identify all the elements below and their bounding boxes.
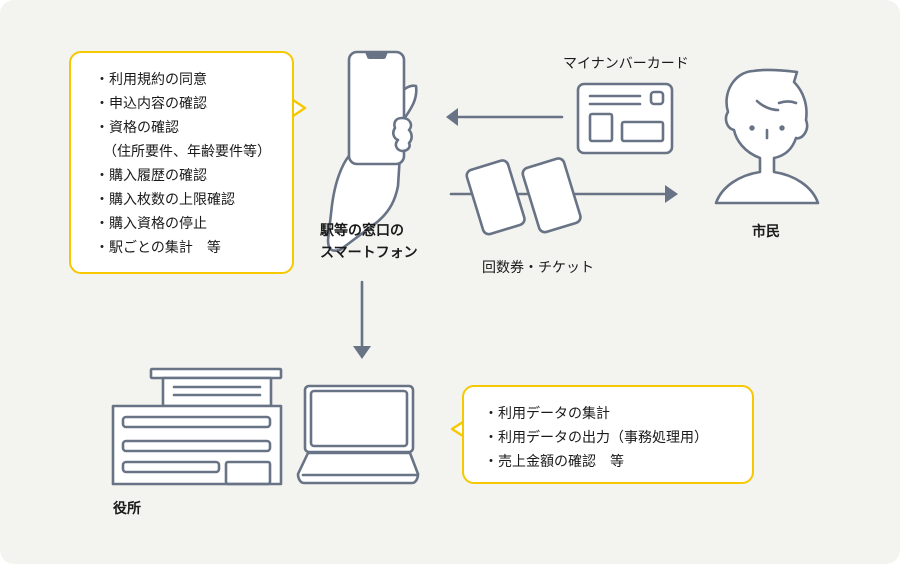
citizen-person-icon — [714, 68, 820, 205]
arrow-card-to-smartphone — [446, 108, 564, 126]
smartphone-functions-bubble: ・利用規約の同意 ・申込内容の確認 ・資格の確認 （住所要件、年齢要件等） ・購… — [69, 51, 294, 274]
city-office-label: 役所 — [113, 501, 141, 517]
hand-smartphone-icon — [326, 50, 418, 252]
tickets-label: 回数券・チケット — [482, 260, 594, 276]
list-item: ・申込内容の確認 — [95, 96, 207, 112]
office-functions-bubble: ・利用データの集計 ・利用データの出力（事務処理用） ・売上金額の確認 等 — [462, 385, 754, 484]
laptop-icon — [296, 384, 420, 485]
city-office-building-icon — [111, 367, 283, 486]
list-item: （住所要件、年齢要件等） — [103, 144, 271, 160]
list-item: ・資格の確認 — [95, 120, 179, 136]
list-item: ・駅ごとの集計 等 — [95, 240, 221, 256]
list-item: ・購入枚数の上限確認 — [95, 192, 235, 208]
my-number-card-label: マイナンバーカード — [563, 56, 689, 72]
citizen-label: 市民 — [752, 224, 780, 240]
tickets-icon — [465, 157, 582, 236]
list-item: ・購入資格の停止 — [95, 216, 207, 232]
smartphone-label: 駅等の窓口の スマートフォン — [320, 220, 418, 264]
arrow-smartphone-to-office — [353, 280, 371, 359]
bubble-tail-smartphone — [292, 98, 307, 118]
list-item: ・利用データの出力（事務処理用） — [484, 430, 708, 446]
bubble-tail-office — [450, 420, 464, 438]
smartphone-label-line2: スマートフォン — [320, 245, 418, 261]
my-number-card-icon — [576, 82, 674, 155]
list-item: ・利用規約の同意 — [95, 72, 207, 88]
smartphone-label-line1: 駅等の窓口の — [320, 223, 404, 239]
list-item: ・売上金額の確認 等 — [484, 454, 624, 470]
list-item: ・利用データの集計 — [484, 406, 610, 422]
list-item: ・購入履歴の確認 — [95, 168, 207, 184]
